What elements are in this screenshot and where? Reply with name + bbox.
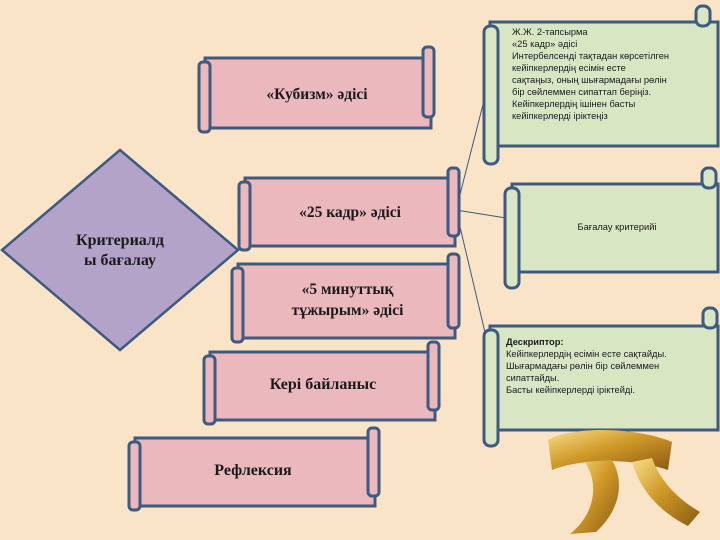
minute-5-method-label: «5 минуттық тұжырым» әдісі [245, 276, 450, 324]
scroll-reflection [127, 426, 381, 512]
connector-to-descriptor-note [455, 209, 489, 346]
scroll-feedback [202, 340, 441, 426]
criteria-label-line-1: Критериалд [75, 232, 164, 249]
kubizm-method-label: «Кубизм» әдісі [266, 86, 368, 103]
gold-ribbon-decoration [548, 430, 700, 534]
task-note-line-4: кейіпкерлердің есімін есте [512, 63, 626, 73]
note-task [482, 4, 720, 166]
criteria-diamond [0, 148, 240, 352]
kadr-25-method-label: «25 кадр» әдісі [299, 204, 401, 221]
task-note-line-6: бір сөйлеммен сипаттап беріңіз. [512, 87, 652, 97]
task-note-text: Ж.Ж. 2-тапсырма «25 кадр» әдісі Интербел… [512, 26, 712, 122]
note-descriptor [482, 306, 720, 448]
criteria-label-line-2: ы бағалау [83, 252, 157, 269]
task-note-line-1: Ж.Ж. 2-тапсырма [512, 27, 588, 37]
minute-5-line-2: тұжырым» әдісі [291, 302, 404, 319]
descriptor-line-4: Басты кейіпкерлерді іріктейді. [506, 385, 635, 395]
note-criteria [503, 166, 720, 290]
connector-to-criteria-note [455, 209, 507, 219]
descriptor-title: Дескриптор: [506, 337, 564, 347]
criteria-diamond-label: Критериалд ы бағалау [62, 222, 178, 280]
criteria-note-text: Бағалау критерийі [577, 222, 657, 232]
task-note-line-3: Интербелсенді тақтадан көрсетілген [512, 51, 670, 61]
task-note-line-5: сақтаңыз, оның шығармадағы рөлін [512, 75, 667, 85]
scroll-kubizm [197, 45, 436, 134]
task-note-line-2: «25 кадр» әдісі [512, 39, 578, 49]
task-note-line-7: Кейіпкерлердің ішінен басты [512, 99, 636, 109]
minute-5-line-1: «5 минуттық [301, 281, 394, 298]
reflection-label: Рефлексия [214, 462, 292, 479]
descriptor-line-2: Шығармадағы рөлін бір сөйлеммен [506, 361, 660, 371]
task-note-line-8: кейіпкерлерді іріктеңіз [512, 111, 608, 121]
scroll-5-minute [230, 252, 461, 344]
descriptor-line-3: сипаттайды. [506, 373, 560, 383]
feedback-label: Кері байланыс [269, 376, 377, 393]
scroll-25-kadr [237, 166, 461, 252]
descriptor-line-1: Кейіпкерлердің есімін есте сақтайды. [506, 349, 667, 359]
descriptor-note-text: Дескриптор: Кейіпкерлердің есімін есте с… [506, 336, 714, 396]
